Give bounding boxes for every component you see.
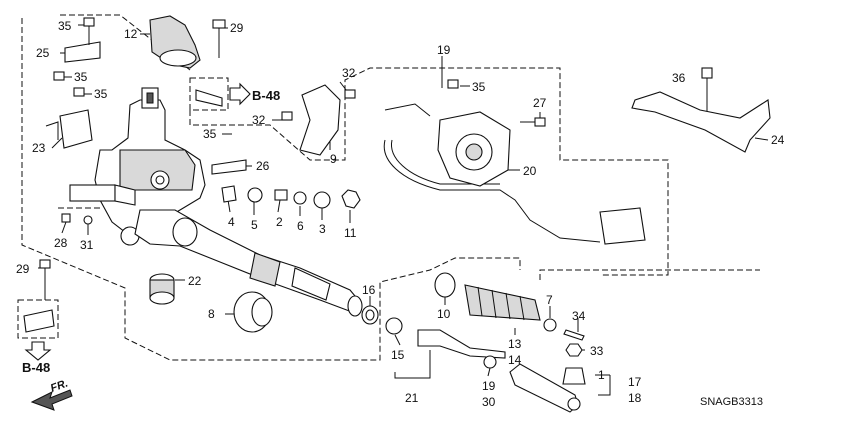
- part-16-ring: [361, 305, 379, 325]
- reference-labels: B-48 B-48: [22, 88, 280, 375]
- callout: 6: [297, 219, 304, 233]
- callout: 34: [572, 309, 586, 323]
- callout: 2: [276, 215, 283, 229]
- callout: 4: [228, 215, 235, 229]
- front-direction-arrow: [30, 389, 73, 411]
- part-1-tie-rod-end: [509, 363, 586, 413]
- part-20-motor-harness: [383, 103, 646, 245]
- part-21-tie-rod: [385, 317, 506, 369]
- callout: 32: [252, 113, 266, 127]
- gearbox-housing: [69, 87, 206, 246]
- callout: 27: [533, 96, 547, 110]
- callout: 21: [405, 391, 419, 405]
- callout: 35: [94, 87, 108, 101]
- callout: 22: [188, 274, 202, 288]
- callout: 14: [508, 353, 522, 367]
- callout: 32: [342, 66, 356, 80]
- part-8-grommet: [233, 291, 273, 333]
- part-12-column-boot: [149, 15, 201, 69]
- callout: 35: [74, 70, 88, 84]
- callout: 24: [771, 133, 785, 147]
- part-24-bracket: [631, 67, 771, 153]
- callout: 23: [32, 141, 46, 155]
- callout: 30: [482, 395, 496, 409]
- callout: 36: [672, 71, 686, 85]
- part-22-bushing: [149, 273, 175, 305]
- callout: 17: [628, 375, 642, 389]
- callout: 12: [124, 27, 138, 41]
- part-29-lower: [17, 259, 59, 361]
- part-27-bolt: [447, 79, 546, 127]
- callout: 29: [16, 262, 30, 276]
- callout: 33: [590, 344, 604, 358]
- callout: 31: [80, 238, 94, 252]
- callout: 35: [472, 80, 486, 94]
- callout: 7: [546, 293, 553, 307]
- part-13-boot: [434, 272, 557, 332]
- callout: 11: [344, 226, 357, 240]
- part-33-34: [563, 329, 585, 357]
- callout: 20: [523, 164, 537, 178]
- reference-b48-upper: B-48: [252, 88, 280, 103]
- callout: 18: [628, 391, 642, 405]
- callout: 8: [208, 307, 215, 321]
- part-28-31: [61, 213, 93, 225]
- callout: 15: [391, 348, 405, 362]
- reference-b48-lower: B-48: [22, 360, 50, 375]
- callout: 28: [54, 236, 68, 250]
- callout: 13: [508, 337, 522, 351]
- callout: 9: [330, 152, 337, 166]
- callout: 25: [36, 46, 50, 60]
- callout: 3: [319, 222, 326, 236]
- part-23-cover: [45, 109, 93, 149]
- direction-label: FR.: [49, 377, 70, 394]
- callout: 35: [58, 19, 72, 33]
- callout-labels: 35 25 35 35 23 12 29 32 32 35 26 9 4 5 2…: [16, 19, 785, 409]
- callout: 29: [230, 21, 244, 35]
- part-29-bolt: [212, 19, 226, 58]
- callout: 10: [437, 307, 451, 321]
- part-9-bracket: [281, 84, 356, 156]
- callout: 19: [437, 43, 451, 57]
- callout: 5: [251, 218, 258, 232]
- callout: 16: [362, 283, 376, 297]
- rack-tube: [134, 209, 363, 317]
- callout: 26: [256, 159, 270, 173]
- bracket-ref-upper: [189, 77, 251, 111]
- callout: 35: [203, 127, 217, 141]
- callout: 1: [598, 368, 605, 382]
- diagram-code: SNAGB3313: [700, 396, 763, 408]
- part-25-bracket: [53, 17, 101, 97]
- callout: 19: [482, 379, 496, 393]
- small-seals: [211, 159, 361, 209]
